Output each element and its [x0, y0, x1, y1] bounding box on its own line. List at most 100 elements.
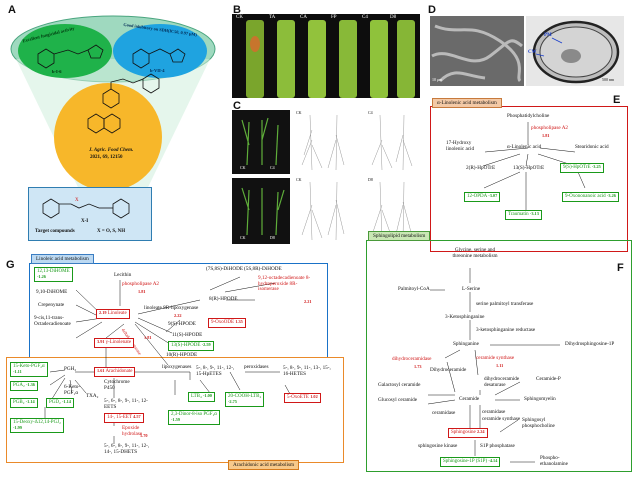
f-sphingosine-box: Sphingosine 2.24: [448, 428, 488, 438]
panel-e-label: E: [613, 94, 621, 106]
g-lox8r-fold: 2.22: [174, 313, 182, 318]
e-h2r: 2(R)-HpOTrE: [466, 165, 496, 171]
tem-scale-label: 500 nm: [602, 77, 615, 82]
g-deoxy-fold: -1.99: [13, 424, 22, 430]
e-h9: 9(S)-HpOTrE: [563, 165, 591, 170]
f-ceramide: Ceramide: [459, 396, 480, 402]
f-dhcerdase-fold: 1.73: [414, 364, 422, 369]
f-sphingosine-fold: 2.24: [476, 429, 485, 434]
f-spt: serine palmitoyl transferase: [476, 301, 534, 307]
ref-journal: J. Agric. Food Chem.: [89, 148, 134, 153]
f-dhs1p: Dihydrosphingosine-1P: [565, 341, 615, 347]
sphingo-frame: [366, 240, 632, 472]
g-octadeca-fold: 2.21: [304, 299, 312, 304]
panel-d-sem: 10 μm: [430, 16, 524, 86]
g-eet1415-fold: 4.57: [133, 414, 141, 419]
g-linoleate-fold: 2.19: [99, 310, 107, 315]
g-cooh-fold: -2.75: [228, 398, 237, 404]
g-pgb2-box: PGB₂ -1.14: [10, 398, 38, 408]
leaf-label-ck: CK: [236, 15, 243, 20]
c-label-ck-3: CK: [240, 235, 246, 240]
c-label-d8-2: D8: [368, 177, 373, 182]
c-label-ck-4: CK: [296, 177, 302, 182]
g-lecithin: Lecithin: [114, 272, 132, 278]
e-traumatin: Traumatin: [508, 212, 529, 217]
c-label-ck-2: CK: [296, 110, 302, 115]
leaf-label-ta: TA: [269, 15, 276, 20]
e-pc: Phosphatidylcholine: [507, 113, 550, 119]
seedling-photo-bottom: [232, 178, 290, 244]
g-ltb4: LTB₄: [191, 394, 202, 399]
g-pgd2-fold: -1.14: [62, 399, 71, 404]
g-deoxy-box: 15-Deoxy-Δ12,14-PGJ₂ -1.99: [10, 418, 64, 433]
g-dhode7: (7S,8S)-DiHODE: [206, 266, 244, 272]
e-pla2: phospholipase A2: [531, 125, 569, 131]
g-hetes: 5-, 8-, 9-, 11-, 13-, 15-, 16-HETES: [283, 365, 331, 377]
g-dinor: 2,3-Dinor-8-iso PGF₂α: [171, 412, 217, 417]
f-sphingosine: Sphingosine: [451, 430, 476, 435]
leaf-label-ca: CA: [300, 15, 307, 20]
f-glycine: Glycine, serine and threonine metabolism: [452, 247, 498, 259]
g-ketopgf-box: 15-Keto-PGF₂α -1.11: [10, 362, 48, 377]
panel-b-label: B: [233, 4, 241, 16]
e-h9-fold: -3.25: [591, 164, 601, 169]
f-s1p-box: Sphingosine-1P (S1P) -4.14: [440, 457, 501, 467]
ref-year: 2021, 69, 12150: [90, 155, 123, 160]
g-pla2: phospholipase A2: [122, 281, 160, 287]
g-hpode10: 10(R)-HPODE: [166, 352, 198, 358]
g-linoleate-box: 2.19 Linoleate: [96, 309, 130, 319]
f-cersyn-fold: 1.11: [496, 363, 504, 368]
sem-scale-label: 10 μm: [432, 77, 443, 82]
g-pgd2: PGD₂: [49, 400, 61, 405]
f-sphphos: Sphingosyl phosphocholine: [522, 417, 555, 429]
panel-e-title: α-Linolenic acid metabolism: [432, 98, 502, 108]
e-stearidonic: Stearidonic acid: [575, 144, 609, 150]
g-cooh-box: 20-COOH-LTB₄ -2.75: [225, 392, 265, 407]
f-ceramidase2: ceramidase: [482, 409, 506, 415]
g-octadeca: 9,12-octadecadienoate 8-hydroperoxide 8R…: [258, 275, 311, 293]
e-oxonon-fold: -3.26: [606, 193, 616, 198]
f-s1p: Sphingosine-1P (S1P): [443, 459, 488, 464]
e-oxonon: 9-Oxononanoic acid: [565, 194, 606, 199]
g-lox8r: linoleate 8R-lipoxygenase: [144, 305, 199, 311]
g-eet1415-box: 14-, 15-EET 4.57: [104, 413, 144, 423]
g-eets: 5-, 6-, 8-, 9-, 11-, 12-EETS: [104, 398, 148, 410]
g-gla-fold: 3.91: [97, 339, 105, 344]
g-gla: γ-Linolenate: [105, 340, 132, 345]
g-epoxide: Epoxide hydrolase: [122, 425, 143, 437]
e-ala: α-Linolenic acid: [507, 144, 542, 150]
leaf-label-fp: FP: [331, 15, 337, 20]
g-deoxy: 15-Deoxy-Δ12,14-PGJ₂: [13, 420, 61, 425]
g-oxode9-box: 9-OxoODE 1.35: [208, 318, 246, 328]
g-pga2-fold: -1.36: [26, 382, 35, 387]
g-cyp450: Cytochrome P450: [104, 379, 130, 391]
f-cersyn: ceramide synthase: [476, 355, 515, 361]
g-dihome1213-box: 12,13-DiHOME -1.26: [34, 267, 73, 282]
f-cerp: Ceramide-P: [536, 376, 561, 382]
g-hpode9: 9(S)-HPODE: [168, 321, 196, 327]
g-ketopgf: 15-Keto-PGF₂α: [13, 364, 45, 369]
panel-c-label: C: [233, 100, 241, 112]
g-dhets: 5-, 6-, 8-, 9-, 11-, 12-, 14-, 15-DHETS: [104, 443, 150, 455]
f-glccer: Glucosyl ceramide: [378, 397, 418, 403]
g-oxoete-fold: 1.02: [310, 394, 318, 399]
f-sphkinase: sphingosine kinase: [418, 443, 458, 449]
g-dihome1213: 12,13-DiHOME: [37, 269, 70, 274]
g-hpetes: 5-, 8-, 9-, 11-, 12-, 15-HpETES: [196, 365, 235, 377]
g-txa2: TXA₂: [86, 393, 99, 399]
g-pgb2: PGB₂: [13, 400, 25, 405]
target-compound-id: X-I: [81, 219, 89, 224]
g-arachidonate-box: 1.61 Arachidonate: [94, 367, 136, 377]
panel-b-image: CK TA CA FP C4 D8: [232, 14, 420, 98]
g-hpode13: 13(S)-HPODE: [171, 343, 201, 348]
g-dihome1213-fold: -1.26: [37, 273, 46, 279]
f-s1pphos: S1P phosphatase: [480, 443, 515, 449]
g-dinor-box: 2,3-Dinor-8-iso PGF₂α -1.59: [168, 410, 220, 425]
e-traumatin-box: Traumatin -3.13: [505, 210, 542, 220]
f-dhcerdes: dihydroceramide desaturase: [484, 376, 520, 388]
g-pgh2: PGH₂: [64, 366, 77, 372]
g-hpode13-fold: -2.59: [201, 342, 211, 347]
panel-a-funnel-svg: [10, 15, 216, 239]
g-pgb2-fold: -1.14: [25, 399, 35, 404]
f-galcer: Galactosyl ceramide: [378, 382, 421, 388]
